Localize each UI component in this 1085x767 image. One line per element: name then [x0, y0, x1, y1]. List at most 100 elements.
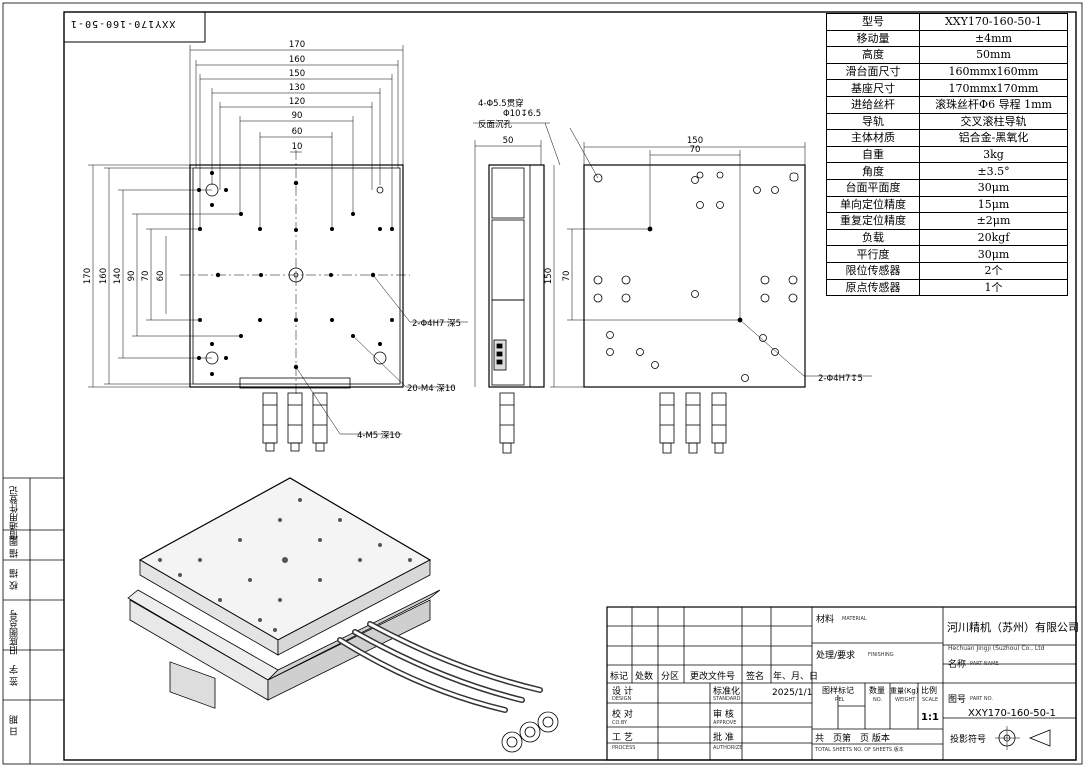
dim-rv-0: 150	[687, 136, 703, 146]
spec-value: 160mmx160mm	[919, 62, 1068, 81]
reversed-code-box	[63, 11, 206, 43]
spec-value: ±4mm	[919, 29, 1068, 48]
name-label-en: PART NAME	[970, 661, 999, 667]
spec-value: XXY170-160-50-1	[919, 13, 1068, 31]
design-label: 设 计	[612, 687, 633, 697]
note-pin-right: 2-Φ4H7↧5	[818, 374, 863, 384]
company-name-en: Hechuan Jingji (Suzhou) Co., Ltd	[948, 645, 1045, 652]
reversed-code: XXY170-160-50-1	[70, 18, 176, 29]
spec-key: 高度	[826, 46, 920, 64]
spec-value: 15μm	[919, 195, 1068, 214]
spec-value: 170mmx170mm	[919, 79, 1068, 97]
side-label-2: 校 描	[10, 569, 20, 590]
table-outline	[192, 167, 401, 385]
stage-mark-label: 图样标记	[822, 686, 854, 695]
dim-rl-1: 70	[562, 271, 572, 282]
finish-label: 处理/要求	[816, 651, 856, 661]
dim-left-0: 170	[83, 268, 93, 284]
quantity-label-en: NO.	[873, 697, 883, 703]
dim-top-2: 150	[289, 69, 305, 79]
drawing-no: XXY170-160-50-1	[968, 708, 1056, 719]
spec-value: 20kgf	[919, 228, 1068, 247]
spec-key: 进给丝杆	[826, 95, 920, 114]
connectors-top-view	[262, 392, 328, 452]
spec-value: ±2μm	[919, 212, 1068, 230]
check-label: 校 对	[612, 710, 633, 720]
spec-value: 3kg	[919, 145, 1068, 164]
side-view	[473, 122, 561, 454]
side-label-5: 日 期	[10, 715, 20, 736]
quantity-label: 数量	[869, 686, 885, 695]
side-label-1: 描 图	[10, 537, 20, 558]
process-label: 工 艺	[612, 733, 633, 743]
rev-col-count: 处数	[635, 672, 654, 682]
weight-label-en: WEIGHT	[895, 697, 916, 703]
spec-key: 负载	[826, 228, 920, 247]
dim-top-1: 160	[289, 55, 305, 65]
note-counterbore2: Φ10↧6.5	[503, 109, 541, 119]
standard-label-en: STANDARD	[713, 696, 741, 702]
rev-col-mark: 标记	[610, 672, 629, 682]
spec-value: 2个	[919, 261, 1068, 280]
note-counterbore3: 反面沉孔	[478, 119, 513, 130]
spec-key: 滑台面尺寸	[826, 62, 920, 81]
spec-row: 角度±3.5°	[826, 162, 1068, 180]
design-label-en: DESIGN	[612, 696, 632, 702]
spec-value: 滚珠丝杆Φ6 导程 1mm	[919, 95, 1068, 114]
title-block-grid	[606, 606, 1077, 761]
spec-key: 台面平面度	[826, 178, 920, 197]
rev-col-zone: 分区	[661, 672, 680, 682]
scale-label-en: SCALE	[922, 697, 939, 703]
base-outline	[189, 164, 404, 388]
spec-key: 自重	[826, 145, 920, 164]
dim-top-3: 130	[289, 83, 305, 93]
spec-key: 重复定位精度	[826, 212, 920, 230]
note-m5: 4-M5 深10	[357, 431, 400, 441]
sheets-label-en: TOTAL SHEETS NO. OF SHEETS 版本	[815, 747, 904, 753]
finish-label-en: FINISHING	[868, 652, 894, 658]
sheets-label: 共 页第 页 版本	[815, 734, 890, 744]
spec-row: 重复定位精度±2μm	[826, 212, 1068, 230]
spec-key: 平行度	[826, 245, 920, 263]
dim-rv-1: 70	[690, 145, 701, 155]
stage-mark-label-en: REL	[835, 697, 845, 703]
dim-left-3: 90	[127, 271, 137, 282]
review-label-en: APPROVE	[713, 720, 737, 726]
dim-top-4: 120	[289, 97, 305, 107]
standard-label: 标准化	[713, 687, 741, 697]
process-label-en: PROCESS	[612, 745, 636, 751]
inner-border	[63, 11, 1077, 761]
dim-left-1: 160	[99, 268, 109, 284]
side-label-3: 旧底图总号	[10, 610, 20, 655]
spec-key: 原点传感器	[826, 278, 920, 297]
approve-label-en: AUTHORIZE	[713, 745, 743, 751]
spec-key: 导轨	[826, 112, 920, 131]
weight-label: 重量(Kg)	[890, 687, 919, 695]
spec-value: 交叉滚柱导轨	[919, 112, 1068, 131]
spec-row: 移动量±4mm	[826, 29, 1068, 48]
spec-key: 限位传感器	[826, 261, 920, 280]
side-register	[3, 477, 64, 764]
dim-left-4: 70	[141, 271, 151, 282]
drawing-no-label-en: PART NO.	[970, 696, 993, 702]
base-view	[550, 127, 872, 454]
dim-top-7: 10	[292, 142, 303, 152]
rev-col-date: 年、月、日	[773, 672, 819, 682]
spec-row: 主体材质铝合金-黑氧化	[826, 129, 1068, 147]
dim-top-6: 60	[292, 127, 303, 137]
dim-top-0: 170	[289, 40, 305, 50]
spec-key: 型号	[826, 13, 920, 31]
dim-left-5: 60	[156, 271, 166, 282]
